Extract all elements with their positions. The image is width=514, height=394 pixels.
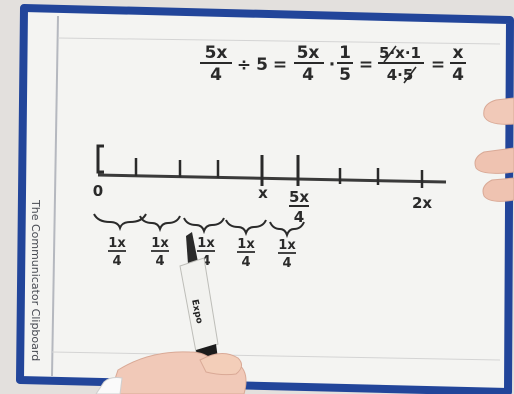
cancel-stroke-bottom [403, 66, 417, 84]
number-line: 0 x 5x 4 2x [93, 144, 447, 226]
segment-4-denominator: 4 [241, 255, 250, 270]
label-x: x [258, 184, 268, 202]
side-branding-text: The Communicator Clipboard [29, 199, 42, 361]
holding-hand-right [474, 97, 514, 202]
divide-sign: ÷ [237, 55, 251, 75]
segment-fraction-4: 1x 4 [237, 237, 255, 270]
middle-denominator: 4 [302, 65, 314, 85]
lhs-numerator: 5x [205, 43, 228, 63]
marker-tip [186, 232, 198, 264]
segment-5-numerator: 1x [278, 238, 296, 253]
multiply-dot: · [329, 55, 335, 75]
segment-braces: 1x 4 1x 4 1x 4 1x 4 1x 4 [93, 213, 305, 271]
answer-denominator: 4 [452, 65, 464, 85]
marker-barrel [179, 257, 219, 353]
finger-lower [482, 177, 514, 202]
equals-sign-2: = [359, 55, 373, 75]
cancel-stroke-top [383, 45, 397, 63]
pocket-line-left [51, 15, 59, 377]
segment-5-denominator: 4 [282, 256, 291, 271]
middle-numerator: 5x [297, 43, 320, 63]
number-line-bracket [96, 144, 104, 174]
segment-fraction-3: 1x 4 [197, 236, 215, 269]
label-5x-denominator: 4 [294, 208, 304, 226]
segment-fraction-5: 1x 4 [278, 238, 296, 271]
label-2x: 2x [412, 194, 432, 212]
pocket-line-top [57, 37, 501, 45]
reciprocal-numerator: 1 [339, 43, 351, 63]
label-5x-numerator: 5x [289, 188, 309, 206]
finger-middle [474, 147, 514, 174]
brace-3 [183, 217, 225, 235]
brace-4 [225, 219, 267, 237]
shirt-sleeve [95, 377, 123, 394]
brace-2 [139, 215, 181, 233]
finger-top [483, 97, 514, 125]
lhs-denominator: 4 [210, 65, 222, 85]
segment-3-denominator: 4 [201, 254, 210, 269]
brace-1 [93, 213, 147, 232]
whiteboard-surface [20, 8, 510, 392]
reciprocal-denominator: 5 [339, 65, 351, 85]
divisor: 5 [256, 55, 268, 75]
combined-numerator: 5·x·1 [379, 44, 421, 62]
segment-4-numerator: 1x [237, 237, 255, 252]
segment-2-numerator: 1x [151, 236, 169, 251]
whiteboard-frame [16, 4, 514, 394]
answer-numerator: x [453, 43, 464, 63]
equals-sign-1: = [273, 55, 287, 75]
brace-5 [269, 221, 305, 239]
hand-holding-marker [95, 351, 247, 394]
pocket-line-bottom [51, 351, 501, 361]
segment-2-denominator: 4 [155, 254, 164, 269]
segment-fraction-2: 1x 4 [151, 236, 169, 269]
number-line-axis [97, 173, 447, 184]
segment-fraction-1: 1x 4 [108, 236, 126, 269]
segment-1-numerator: 1x [108, 236, 126, 251]
equals-sign-3: = [431, 55, 445, 75]
segment-1-denominator: 4 [112, 254, 121, 269]
segment-3-numerator: 1x [197, 236, 215, 251]
label-zero: 0 [93, 182, 103, 200]
hand-thumb [199, 353, 242, 376]
equation: 5x 4 ÷ 5 = 5x 4 · 1 5 = 5·x·1 4·5 = x 4 [200, 43, 466, 85]
